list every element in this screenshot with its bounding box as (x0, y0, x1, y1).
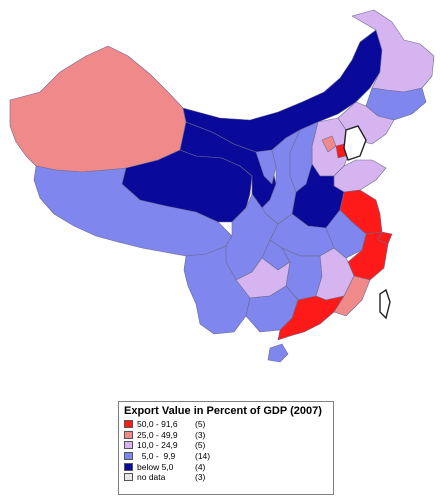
map-legend: Export Value in Percent of GDP (2007) 50… (118, 401, 334, 495)
legend-item: 5,0 - 9,9 (14) (124, 451, 333, 462)
legend-item: 10,0 - 24,9 (5) (124, 440, 333, 451)
legend-range: no data (137, 472, 166, 483)
legend-range: 10,0 - 24,9 (137, 440, 178, 451)
legend-range: 25,0 - 49,9 (137, 429, 178, 440)
legend-rows: 50,0 - 91,6 (5) 25,0 - 49,9 (3) 10,0 - 24,9 (… (124, 419, 333, 483)
legend-swatch (124, 420, 133, 429)
legend-swatch (124, 441, 133, 450)
legend-count: (14) (195, 451, 211, 462)
legend-range: below 5,0 (137, 461, 174, 472)
region-yunnan (183, 245, 251, 335)
legend-count: (4) (195, 461, 206, 472)
region-hainan (267, 343, 289, 363)
legend-swatch (124, 452, 133, 461)
legend-count: (3) (195, 472, 206, 483)
legend-count: (5) (195, 440, 206, 451)
legend-item: no data (3) (124, 472, 333, 483)
legend-range: 50,0 - 91,6 (137, 419, 178, 430)
region-xinjiang (9, 45, 187, 173)
legend-count: (5) (195, 419, 206, 430)
legend-item: 50,0 - 91,6 (5) (124, 419, 333, 430)
legend-swatch (124, 462, 133, 471)
region-guangdong (277, 295, 345, 341)
region-ningxia (255, 149, 277, 185)
region-inner-mongolia (182, 29, 383, 153)
legend-swatch (124, 473, 133, 482)
region-taiwan (379, 288, 391, 320)
legend-count: (3) (195, 429, 206, 440)
legend-title: Export Value in Percent of GDP (2007) (124, 405, 322, 417)
legend-item: below 5,0 (4) (124, 461, 333, 472)
legend-item: 25,0 - 49,9 (3) (124, 430, 333, 441)
legend-swatch (124, 430, 133, 439)
bohai-sea (343, 125, 367, 161)
legend-range: 5,0 - 9,9 (137, 451, 176, 462)
